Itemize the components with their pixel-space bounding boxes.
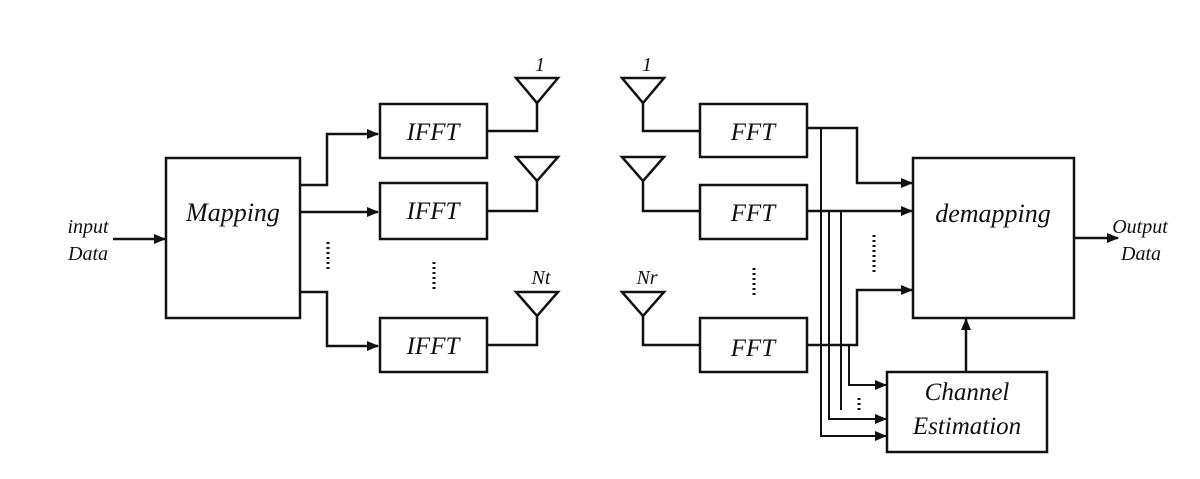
fft-block-2	[698, 183, 809, 241]
rx-feed-1	[641, 103, 700, 133]
output-label-line1: Output	[1112, 216, 1168, 238]
mapping-label: Mapping	[185, 198, 280, 227]
fft-label-3: FFT	[730, 335, 778, 362]
mapping-to-ifft-1-wire	[300, 129, 379, 187]
ifft-label-1: IFFT	[406, 119, 462, 146]
fft-1-to-demapping-wire	[807, 126, 913, 188]
rx-feed-2	[641, 181, 700, 213]
rx-antenna-3-label: Nr	[635, 267, 657, 289]
fft-block-3	[698, 316, 809, 374]
tx-antenna-3-icon	[513, 290, 561, 318]
tx-antenna-2-icon	[513, 155, 561, 183]
fft-label-2: FFT	[730, 200, 778, 227]
channel-estimation-block	[885, 370, 1049, 454]
tx-feed-1	[487, 103, 539, 133]
tx-antenna-1-label: 1	[535, 54, 545, 76]
fft-1-to-channel-estimation-wire	[820, 128, 887, 441]
mapping-to-ifft-3-wire	[300, 290, 379, 351]
input-label-line2: Data	[67, 243, 108, 265]
rx-antenna-3-icon	[619, 290, 667, 318]
demapping-block	[911, 156, 1076, 320]
mapping-block	[164, 156, 302, 320]
rx-antenna-1-icon	[619, 76, 667, 105]
fft-label-1: FFT	[730, 119, 778, 146]
demapping-label: demapping	[935, 199, 1051, 228]
fft-block-1	[698, 102, 809, 159]
ifft-label-3: IFFT	[406, 333, 462, 360]
rx-antenna-2-icon	[619, 155, 667, 183]
channel-estimation-label-line2: Estimation	[912, 413, 1021, 440]
channel-estimation-label-line1: Channel	[925, 379, 1010, 406]
tx-antenna-1-icon	[513, 76, 561, 105]
output-label-line2: Data	[1120, 243, 1161, 265]
ifft-label-2: IFFT	[406, 198, 462, 225]
fft-2-to-channel-estimation-wire	[828, 211, 887, 424]
input-label-line1: input	[67, 216, 109, 238]
rx-antenna-1-label: 1	[642, 54, 652, 76]
fft-3-to-channel-estimation-wire	[848, 345, 887, 390]
tx-feed-3	[487, 316, 539, 347]
rx-feed-3	[641, 316, 700, 347]
tx-antenna-3-label: Nt	[531, 267, 551, 289]
ifft-block-3	[378, 316, 489, 374]
fft-3-to-demapping-wire	[807, 285, 913, 347]
tx-feed-2	[487, 181, 539, 213]
